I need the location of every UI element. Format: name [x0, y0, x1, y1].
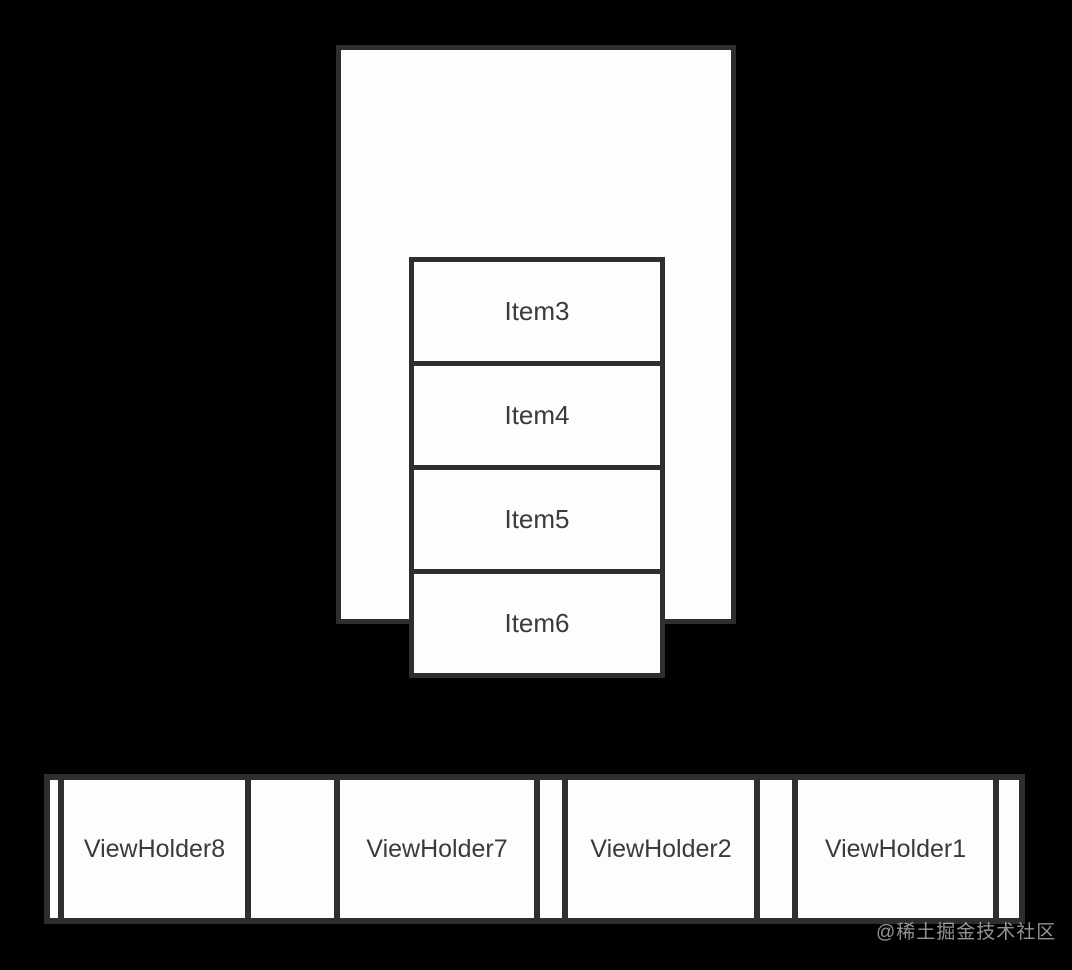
viewholder-label: ViewHolder1 — [824, 834, 967, 863]
item-list: Item3 Item4 Item5 Item6 — [409, 257, 665, 678]
list-item-label: Item3 — [504, 296, 570, 326]
list-item: Item4 — [414, 361, 660, 465]
list-item: Item6 — [414, 569, 660, 673]
viewholder-label: ViewHolder8 — [83, 834, 226, 863]
viewholder-box: ViewHolder1 — [792, 774, 999, 924]
viewholder-label: ViewHolder7 — [366, 834, 508, 863]
list-item-label: Item5 — [504, 504, 570, 534]
list-item: Item3 — [414, 262, 660, 361]
list-item-label: Item4 — [504, 400, 570, 430]
viewholder-box: ViewHolder7 — [334, 774, 540, 924]
list-item-label: Item6 — [504, 608, 570, 638]
viewholder-label: ViewHolder2 — [590, 834, 732, 863]
viewholder-box: ViewHolder8 — [58, 774, 251, 924]
viewholder-box: ViewHolder2 — [562, 774, 760, 924]
watermark-text: @稀土掘金技术社区 — [876, 922, 1057, 943]
list-item: Item5 — [414, 465, 660, 569]
recycler-pool-strip: ViewHolder8 ViewHolder7 ViewHolder2 View… — [44, 774, 1025, 924]
